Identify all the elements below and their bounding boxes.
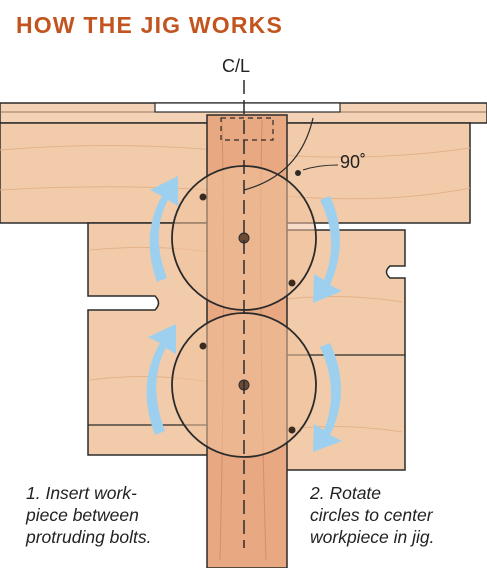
rotation-arrows bbox=[146, 176, 342, 452]
step-2-line-3: workpiece in jig. bbox=[310, 527, 435, 547]
step-2-caption: 2. Rotate circles to center workpiece in… bbox=[310, 482, 485, 548]
right-angle-marker bbox=[243, 117, 314, 191]
step-1-line-1: 1. Insert work- bbox=[26, 483, 137, 503]
step-1-line-2: piece between bbox=[26, 505, 139, 525]
lower-left-bolt bbox=[199, 342, 207, 350]
step-1-line-3: protruding bolts. bbox=[26, 527, 152, 547]
step-2-line-1: 2. Rotate bbox=[310, 483, 382, 503]
upper-left-bolt bbox=[199, 193, 207, 201]
centerline-label: C/L bbox=[222, 56, 251, 76]
upper-right-bolt bbox=[288, 279, 296, 287]
angle-label: 90˚ bbox=[340, 152, 367, 172]
step-2-line-2: circles to center bbox=[310, 505, 433, 525]
step-1-caption: 1. Insert work- piece between protruding… bbox=[26, 482, 206, 548]
lower-right-bolt bbox=[288, 426, 296, 434]
diagram-title: HOW THE JIG WORKS bbox=[16, 12, 284, 38]
